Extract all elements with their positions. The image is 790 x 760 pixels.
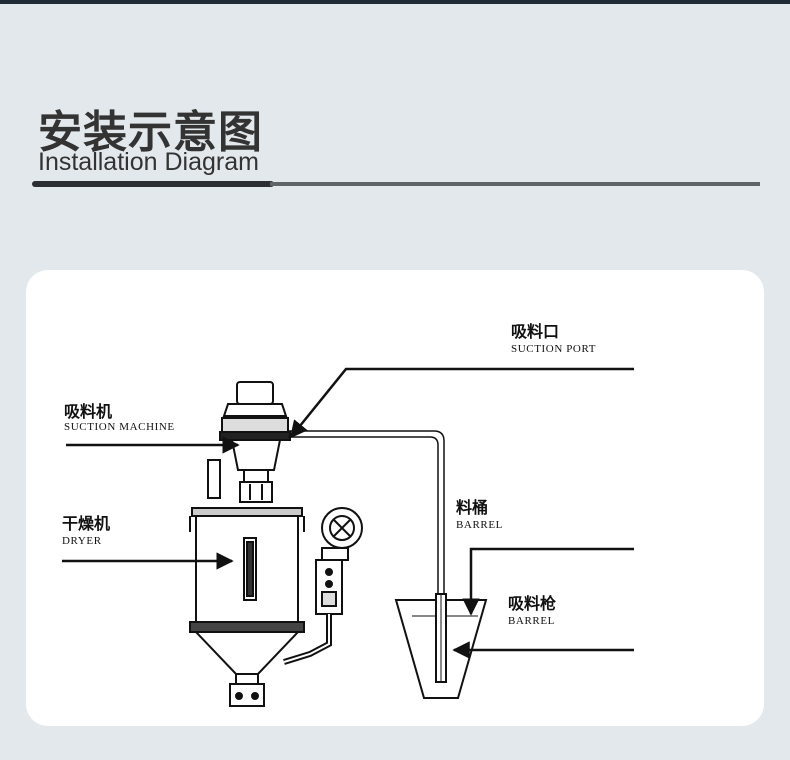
suction-port-label-en: SUCTION PORT <box>511 343 597 355</box>
title-underline-accent <box>32 181 274 187</box>
dryer-drawing <box>189 507 305 707</box>
dryer-label-cn: 干燥机 <box>62 514 111 533</box>
diagram-card: 吸料口 SUCTION PORT 吸料机 SUCTION MACHINE 干燥机… <box>26 270 764 726</box>
installation-diagram <box>62 367 634 707</box>
suction-port-arrow <box>289 367 634 439</box>
barrel-arrow <box>462 547 634 616</box>
barrel-label-cn: 料桶 <box>456 498 489 517</box>
suction-machine-drawing <box>207 381 291 503</box>
dryer-label-en: DRYER <box>62 535 102 547</box>
conveying-pipe <box>288 430 445 612</box>
blower-drawing <box>283 507 363 665</box>
page-title: 安装示意图 <box>38 107 263 158</box>
barrel-label-en: BARREL <box>456 519 503 531</box>
page-subtitle: Installation Diagram <box>38 148 259 176</box>
top-strip <box>0 0 790 4</box>
suction-machine-label-cn: 吸料机 <box>64 402 113 421</box>
barrel-drawing <box>394 593 488 699</box>
suction-machine-label-en: SUCTION MACHINE <box>64 421 175 433</box>
title-underline <box>270 182 760 186</box>
suction-port-label-cn: 吸料口 <box>511 322 560 341</box>
suction-gun-label-cn: 吸料枪 <box>508 594 557 613</box>
suction-gun-label-en: BARREL <box>508 615 555 627</box>
callout-arrows <box>62 367 634 659</box>
